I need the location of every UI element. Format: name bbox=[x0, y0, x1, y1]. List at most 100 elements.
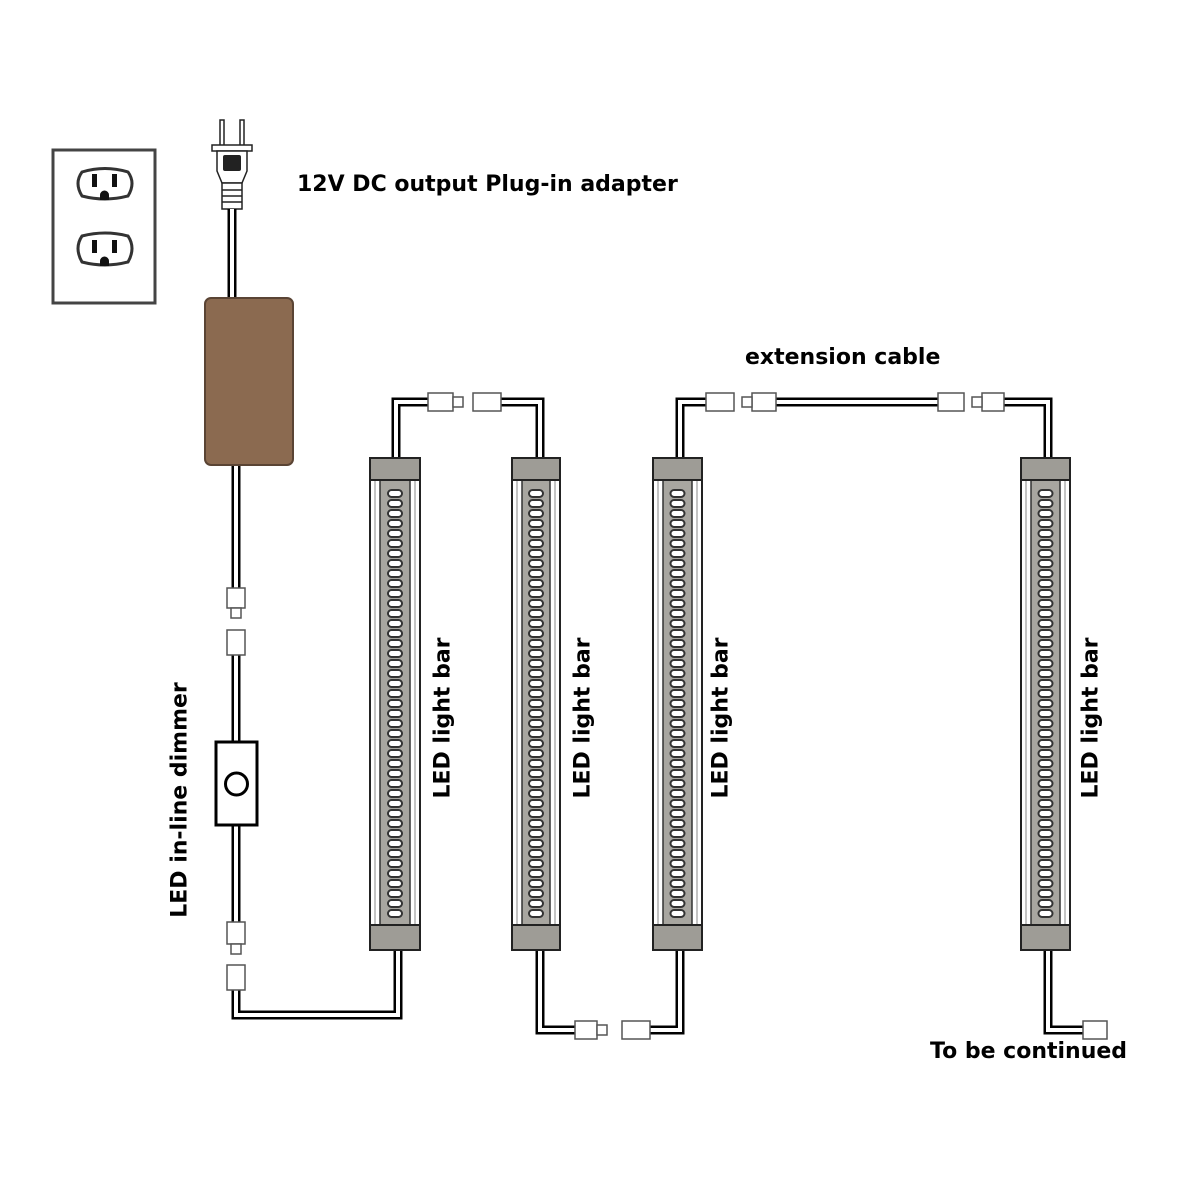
led-chip bbox=[1037, 869, 1054, 878]
bar-label-2: LED light bar bbox=[570, 637, 596, 799]
led-chip bbox=[387, 729, 403, 738]
led-chip bbox=[669, 639, 686, 648]
led-chip bbox=[1037, 549, 1054, 558]
led-chip bbox=[387, 819, 403, 828]
led-chip bbox=[528, 739, 544, 748]
led-chip bbox=[669, 539, 686, 548]
led-chip bbox=[669, 799, 686, 808]
led-chip bbox=[1037, 539, 1054, 548]
led-chip bbox=[1037, 659, 1054, 668]
led-chip bbox=[1037, 709, 1054, 718]
led-chip bbox=[528, 719, 544, 728]
wire bbox=[648, 948, 685, 1035]
led-chip bbox=[387, 859, 403, 868]
led-chip bbox=[669, 529, 686, 538]
led-chip bbox=[528, 649, 544, 658]
led-chip bbox=[1037, 879, 1054, 888]
led-light-bar bbox=[369, 457, 421, 951]
led-chip bbox=[528, 569, 544, 578]
led-chip bbox=[1037, 629, 1054, 638]
led-chip bbox=[387, 709, 403, 718]
led-chip bbox=[528, 849, 544, 858]
connector bbox=[472, 392, 502, 412]
led-chip bbox=[669, 669, 686, 678]
led-chip bbox=[1037, 599, 1054, 608]
led-chip bbox=[1037, 669, 1054, 678]
led-chip bbox=[387, 769, 403, 778]
bar-label-1: LED light bar bbox=[430, 637, 456, 799]
led-chip bbox=[669, 619, 686, 628]
led-chip bbox=[1037, 559, 1054, 568]
led-chip bbox=[669, 889, 686, 898]
led-chip bbox=[669, 709, 686, 718]
wire bbox=[231, 948, 403, 1020]
dimmer-label: LED in-line dimmer bbox=[167, 682, 193, 918]
connectors bbox=[226, 392, 1108, 1040]
led-light-bar bbox=[652, 457, 703, 951]
wire bbox=[675, 397, 708, 458]
light-bars bbox=[369, 457, 1071, 951]
bar-label-3: LED light bar bbox=[708, 637, 734, 799]
led-chip bbox=[1037, 889, 1054, 898]
led-chip bbox=[669, 749, 686, 758]
led-chip bbox=[669, 789, 686, 798]
led-chip bbox=[669, 579, 686, 588]
led-chip bbox=[387, 599, 403, 608]
led-chip bbox=[387, 829, 403, 838]
led-chip bbox=[528, 799, 544, 808]
led-chip bbox=[387, 909, 403, 918]
led-chip bbox=[387, 499, 403, 508]
led-chip bbox=[387, 679, 403, 688]
connector bbox=[226, 587, 246, 619]
connector bbox=[621, 1020, 651, 1040]
wire bbox=[391, 397, 432, 458]
led-chip bbox=[1037, 649, 1054, 658]
led-chip bbox=[387, 569, 403, 578]
led-chip bbox=[387, 809, 403, 818]
continued-label: To be continued bbox=[930, 1039, 1128, 1064]
led-chip bbox=[669, 849, 686, 858]
led-chip bbox=[669, 559, 686, 568]
led-chip bbox=[387, 759, 403, 768]
led-chip bbox=[387, 799, 403, 808]
led-light-bar bbox=[511, 457, 561, 951]
led-chip bbox=[387, 719, 403, 728]
led-chip bbox=[669, 769, 686, 778]
wire bbox=[500, 397, 545, 458]
led-chip bbox=[669, 829, 686, 838]
led-chip bbox=[528, 509, 544, 518]
led-chip bbox=[669, 599, 686, 608]
connector bbox=[741, 392, 777, 412]
led-chip bbox=[1037, 749, 1054, 758]
led-chip bbox=[1037, 489, 1054, 498]
inline-dimmer bbox=[214, 740, 259, 827]
connector bbox=[226, 921, 246, 955]
led-chip bbox=[528, 859, 544, 868]
led-chip bbox=[1037, 899, 1054, 908]
led-chip bbox=[528, 579, 544, 588]
led-chip bbox=[528, 489, 544, 498]
led-chip bbox=[669, 609, 686, 618]
led-chip bbox=[669, 509, 686, 518]
connector bbox=[427, 392, 464, 412]
led-chip bbox=[528, 699, 544, 708]
led-chip bbox=[528, 559, 544, 568]
led-chip bbox=[528, 599, 544, 608]
led-chip bbox=[387, 789, 403, 798]
outlet-socket-bottom bbox=[76, 231, 134, 267]
wall-outlet bbox=[51, 148, 157, 305]
wire bbox=[535, 948, 578, 1035]
led-chip bbox=[387, 659, 403, 668]
led-chip bbox=[669, 869, 686, 878]
led-chip bbox=[1037, 909, 1054, 918]
led-chip bbox=[1037, 739, 1054, 748]
led-chip bbox=[528, 589, 544, 598]
bar-label-4: LED light bar bbox=[1078, 637, 1104, 799]
led-chip bbox=[1037, 829, 1054, 838]
led-chip bbox=[1037, 499, 1054, 508]
led-chip bbox=[387, 639, 403, 648]
led-chip bbox=[669, 729, 686, 738]
led-chip bbox=[669, 679, 686, 688]
led-chip bbox=[669, 499, 686, 508]
led-chip bbox=[528, 519, 544, 528]
